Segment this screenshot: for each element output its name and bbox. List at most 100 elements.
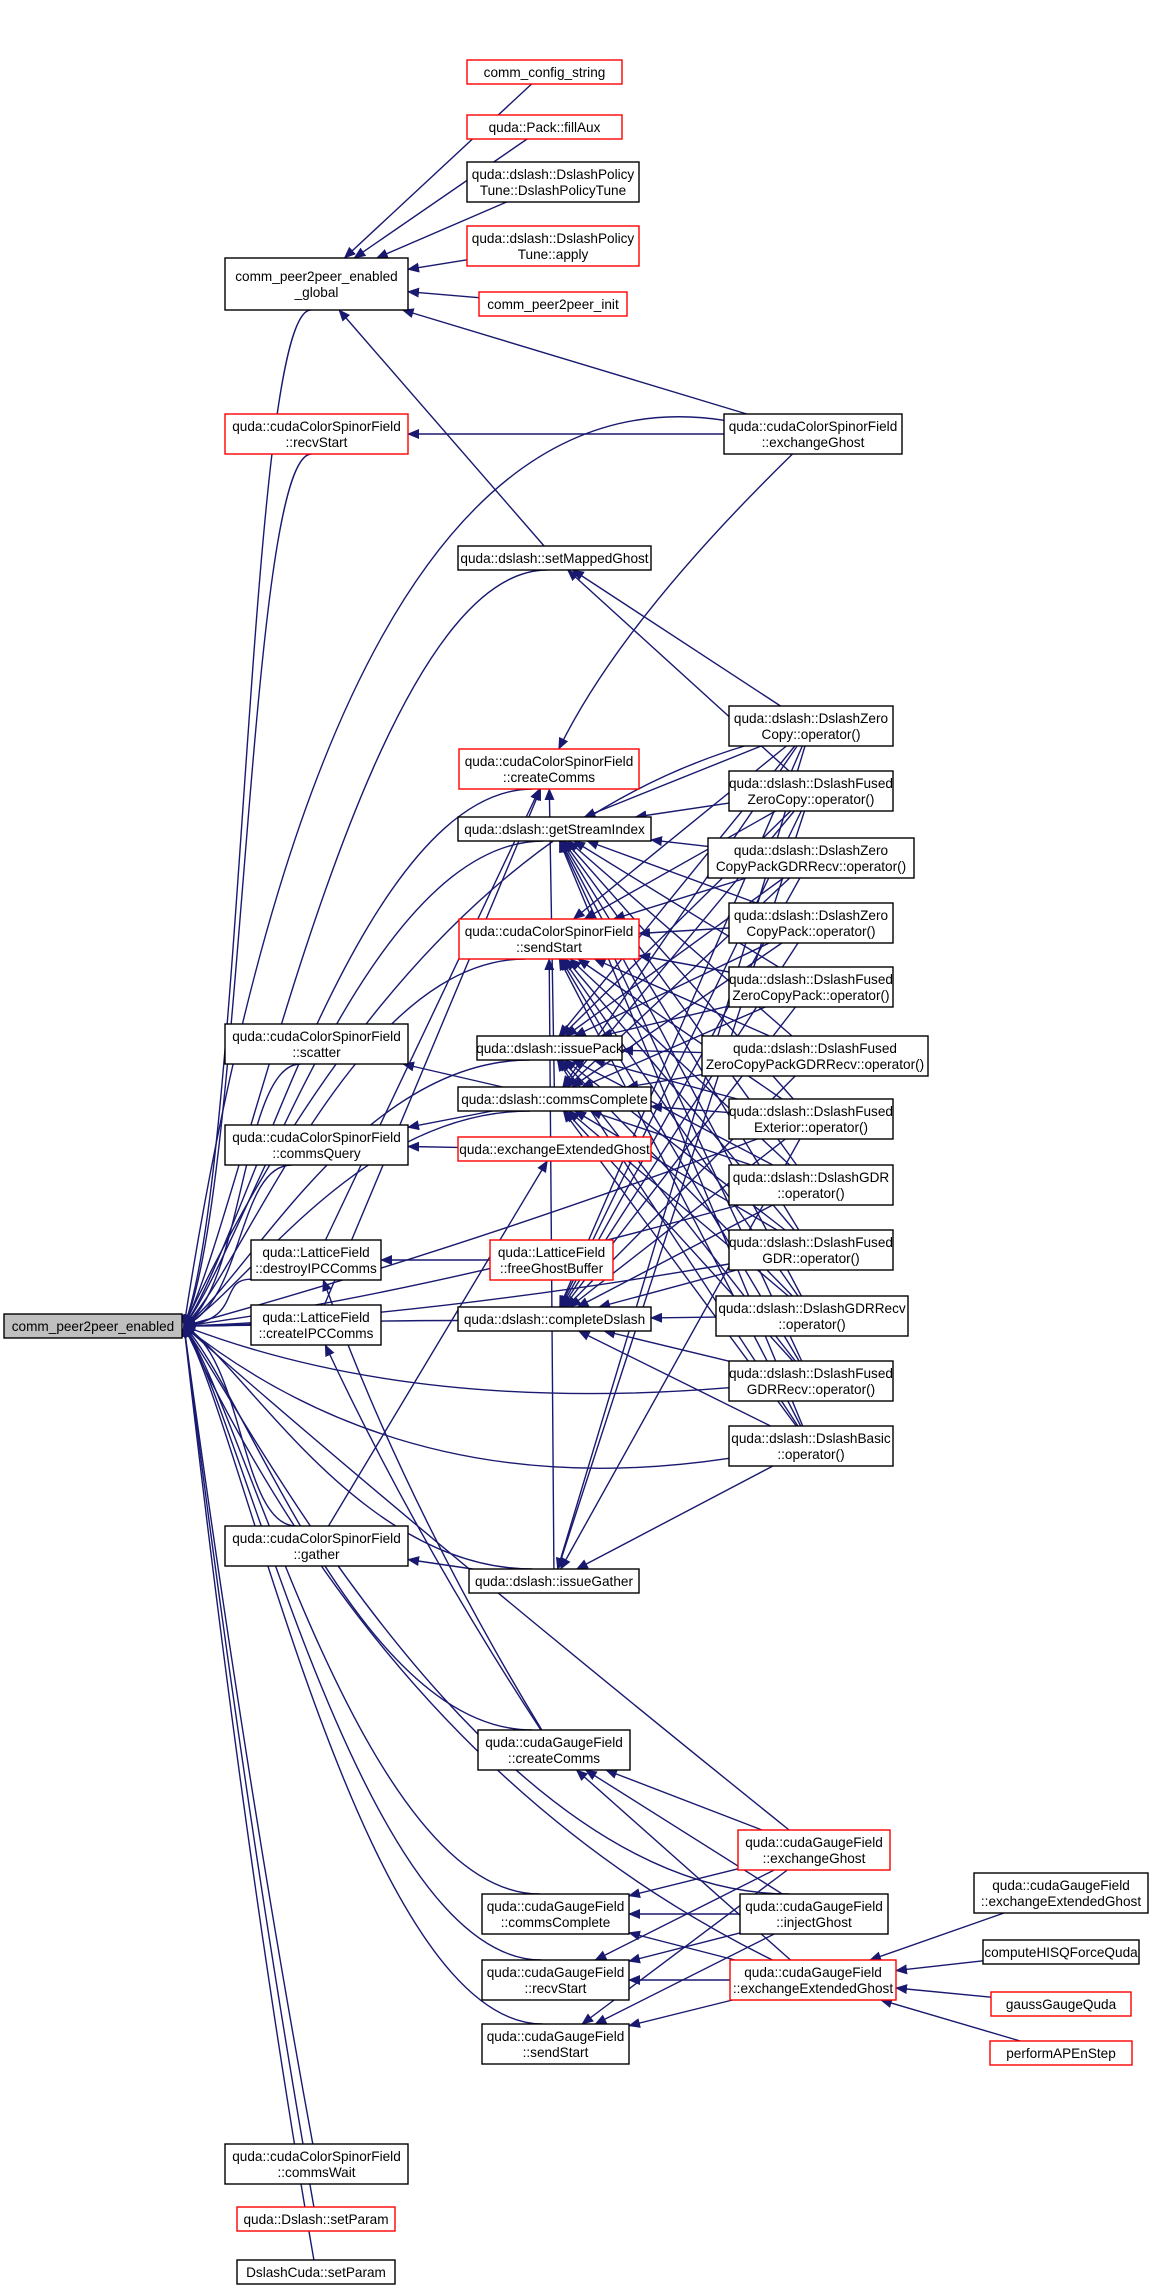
node-gfext2[interactable]: quda::cudaGaugeField::exchangeExtendedGh…: [973, 1872, 1149, 1914]
node-box[interactable]: [728, 770, 894, 812]
node-fzcpgdr[interactable]: quda::dslash::DslashFusedZeroCopyPackGDR…: [701, 1035, 929, 1077]
node-gdrrecv[interactable]: quda::dslash::DslashGDRRecv::operator(): [715, 1295, 909, 1337]
node-box[interactable]: [990, 1991, 1132, 2017]
node-box[interactable]: [457, 1086, 652, 1112]
node-gfcomplete[interactable]: quda::cudaGaugeField::commsComplete: [481, 1893, 630, 1935]
node-gfrecv[interactable]: quda::cudaGaugeField::recvStart: [481, 1959, 630, 2001]
node-box[interactable]: [728, 902, 894, 944]
node-box[interactable]: [723, 413, 903, 455]
node-box[interactable]: [457, 1136, 652, 1162]
node-box[interactable]: [489, 1239, 614, 1281]
node-gdr[interactable]: quda::dslash::DslashGDR::operator(): [728, 1164, 894, 1206]
node-box[interactable]: [728, 1098, 894, 1140]
node-box[interactable]: [457, 816, 652, 842]
node-box[interactable]: [728, 1360, 894, 1402]
node-p2pinit[interactable]: comm_peer2peer_init: [478, 291, 628, 317]
node-gauss[interactable]: gaussGaugeQuda: [990, 1991, 1132, 2017]
node-box[interactable]: [224, 2143, 409, 2185]
node-box[interactable]: [458, 748, 640, 790]
node-basic[interactable]: quda::dslash::DslashBasic::operator(): [728, 1425, 894, 1467]
node-fzc[interactable]: quda::dslash::DslashFusedZeroCopy::opera…: [728, 770, 894, 812]
node-zcpgdr[interactable]: quda::dslash::DslashZeroCopyPackGDRRecv:…: [707, 837, 915, 879]
node-box[interactable]: [982, 1939, 1140, 1965]
node-gfinject[interactable]: quda::cudaGaugeField::injectGhost: [739, 1893, 889, 1935]
node-box[interactable]: [728, 1425, 894, 1467]
node-dpapply[interactable]: quda::dslash::DslashPolicyTune::apply: [466, 225, 640, 267]
node-cfgstr[interactable]: comm_config_string: [466, 59, 623, 85]
node-box[interactable]: [3, 1313, 183, 1339]
node-box[interactable]: [466, 114, 623, 140]
node-sendstart[interactable]: quda::cudaColorSpinorField::sendStart: [458, 918, 640, 960]
node-box[interactable]: [728, 1229, 894, 1271]
node-box[interactable]: [477, 1729, 631, 1771]
node-ape[interactable]: performAPEnStep: [989, 2040, 1133, 2066]
node-zcp[interactable]: quda::dslash::DslashZeroCopyPack::operat…: [728, 902, 894, 944]
node-gfcreate[interactable]: quda::cudaGaugeField::createComms: [477, 1729, 631, 1771]
node-scatter[interactable]: quda::cudaColorSpinorField::scatter: [224, 1023, 409, 1065]
node-issuepack[interactable]: quda::dslash::issuePack: [476, 1035, 623, 1061]
node-gather[interactable]: quda::cudaColorSpinorField::gather: [224, 1525, 409, 1567]
node-box[interactable]: [701, 1035, 929, 1077]
node-box[interactable]: [224, 257, 409, 311]
node-box[interactable]: [728, 966, 894, 1008]
node-box[interactable]: [236, 2259, 396, 2285]
node-box[interactable]: [457, 1306, 652, 1332]
node-box[interactable]: [729, 1959, 897, 2001]
node-completedslash[interactable]: quda::dslash::completeDslash: [457, 1306, 652, 1332]
node-getstream[interactable]: quda::dslash::getStreamIndex: [457, 816, 652, 842]
node-setmapped[interactable]: quda::dslash::setMappedGhost: [457, 545, 652, 571]
node-exext[interactable]: quda::exchangeExtendedGhost: [457, 1136, 652, 1162]
node-box[interactable]: [715, 1295, 909, 1337]
node-dslashsetparam[interactable]: quda::Dslash::setParam: [236, 2206, 396, 2232]
node-box[interactable]: [468, 1568, 640, 1594]
node-fzcp[interactable]: quda::dslash::DslashFusedZeroCopyPack::o…: [728, 966, 894, 1008]
node-gfexghost[interactable]: quda::cudaGaugeField::exchangeGhost: [737, 1829, 891, 1871]
node-box[interactable]: [481, 1959, 630, 2001]
node-box[interactable]: [481, 1893, 630, 1935]
node-box[interactable]: [973, 1872, 1149, 1914]
node-box[interactable]: [707, 837, 915, 879]
node-box[interactable]: [224, 1023, 409, 1065]
node-box[interactable]: [250, 1239, 382, 1281]
node-createcomms[interactable]: quda::cudaColorSpinorField::createComms: [458, 748, 640, 790]
node-g[interactable]: comm_peer2peer_enabled_global: [224, 257, 409, 311]
node-commsquery[interactable]: quda::cudaColorSpinorField::commsQuery: [224, 1124, 409, 1166]
node-gfext[interactable]: quda::cudaGaugeField::exchangeExtendedGh…: [729, 1959, 897, 2001]
node-box[interactable]: [224, 413, 409, 455]
node-commscomplete[interactable]: quda::dslash::commsComplete: [457, 1086, 652, 1112]
node-root[interactable]: comm_peer2peer_enabled: [3, 1313, 183, 1339]
node-fext[interactable]: quda::dslash::DslashFusedExterior::opera…: [728, 1098, 894, 1140]
node-box[interactable]: [476, 1035, 623, 1061]
node-box[interactable]: [728, 705, 894, 747]
node-dptune[interactable]: quda::dslash::DslashPolicyTune::DslashPo…: [466, 161, 640, 203]
node-box[interactable]: [466, 225, 640, 267]
node-issuegather[interactable]: quda::dslash::issueGather: [468, 1568, 640, 1594]
node-box[interactable]: [250, 1304, 382, 1346]
node-gfsend[interactable]: quda::cudaGaugeField::sendStart: [481, 2023, 630, 2065]
node-cudasetparam[interactable]: DslashCuda::setParam: [236, 2259, 396, 2285]
node-box[interactable]: [739, 1893, 889, 1935]
node-freeghost[interactable]: quda::LatticeField::freeGhostBuffer: [489, 1239, 614, 1281]
node-recvstart[interactable]: quda::cudaColorSpinorField::recvStart: [224, 413, 409, 455]
node-destroyipc[interactable]: quda::LatticeField::destroyIPCComms: [250, 1239, 382, 1281]
node-box[interactable]: [224, 1124, 409, 1166]
node-box[interactable]: [457, 545, 652, 571]
node-box[interactable]: [466, 161, 640, 203]
node-box[interactable]: [466, 59, 623, 85]
node-createipc[interactable]: quda::LatticeField::createIPCComms: [250, 1304, 382, 1346]
node-commswait[interactable]: quda::cudaColorSpinorField::commsWait: [224, 2143, 409, 2185]
node-box[interactable]: [458, 918, 640, 960]
node-box[interactable]: [728, 1164, 894, 1206]
node-hisq[interactable]: computeHISQForceQuda: [982, 1939, 1140, 1965]
node-box[interactable]: [236, 2206, 396, 2232]
node-box[interactable]: [224, 1525, 409, 1567]
node-box[interactable]: [478, 291, 628, 317]
node-fgdrrecv[interactable]: quda::dslash::DslashFusedGDRRecv::operat…: [728, 1360, 894, 1402]
node-box[interactable]: [481, 2023, 630, 2065]
node-box[interactable]: [989, 2040, 1133, 2066]
node-exghost[interactable]: quda::cudaColorSpinorField::exchangeGhos…: [723, 413, 903, 455]
node-fillaux[interactable]: quda::Pack::fillAux: [466, 114, 623, 140]
node-box[interactable]: [737, 1829, 891, 1871]
